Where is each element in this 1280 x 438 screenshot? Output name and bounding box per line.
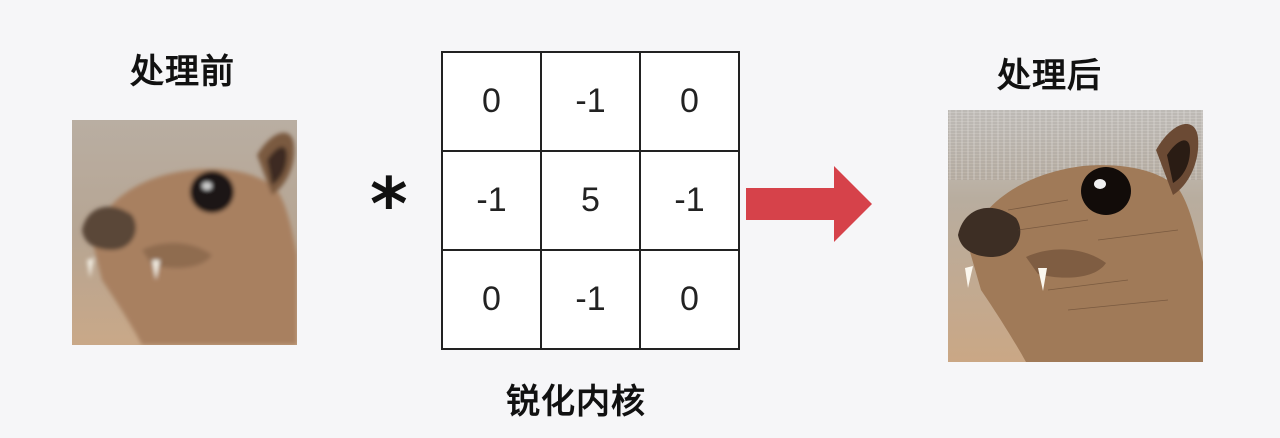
kernel-title: 锐化内核 [506, 382, 646, 422]
kernel-cell: -1 [640, 151, 739, 250]
after-title: 处理后 [997, 56, 1102, 96]
before-image [72, 120, 297, 345]
kernel-cell: 0 [640, 52, 739, 151]
right-arrow-icon [746, 166, 872, 242]
kernel-grid: 0 -1 0 -1 5 -1 0 -1 0 [441, 51, 740, 350]
after-image [948, 110, 1203, 362]
kernel-cell: -1 [541, 52, 640, 151]
kernel-cell: -1 [442, 151, 541, 250]
kernel-cell: 0 [640, 250, 739, 349]
kernel-cell: 5 [541, 151, 640, 250]
convolution-operator: * [370, 162, 408, 246]
before-title: 处理前 [130, 52, 235, 92]
kernel-cell: 0 [442, 250, 541, 349]
kernel-cell: -1 [541, 250, 640, 349]
kernel-cell: 0 [442, 52, 541, 151]
